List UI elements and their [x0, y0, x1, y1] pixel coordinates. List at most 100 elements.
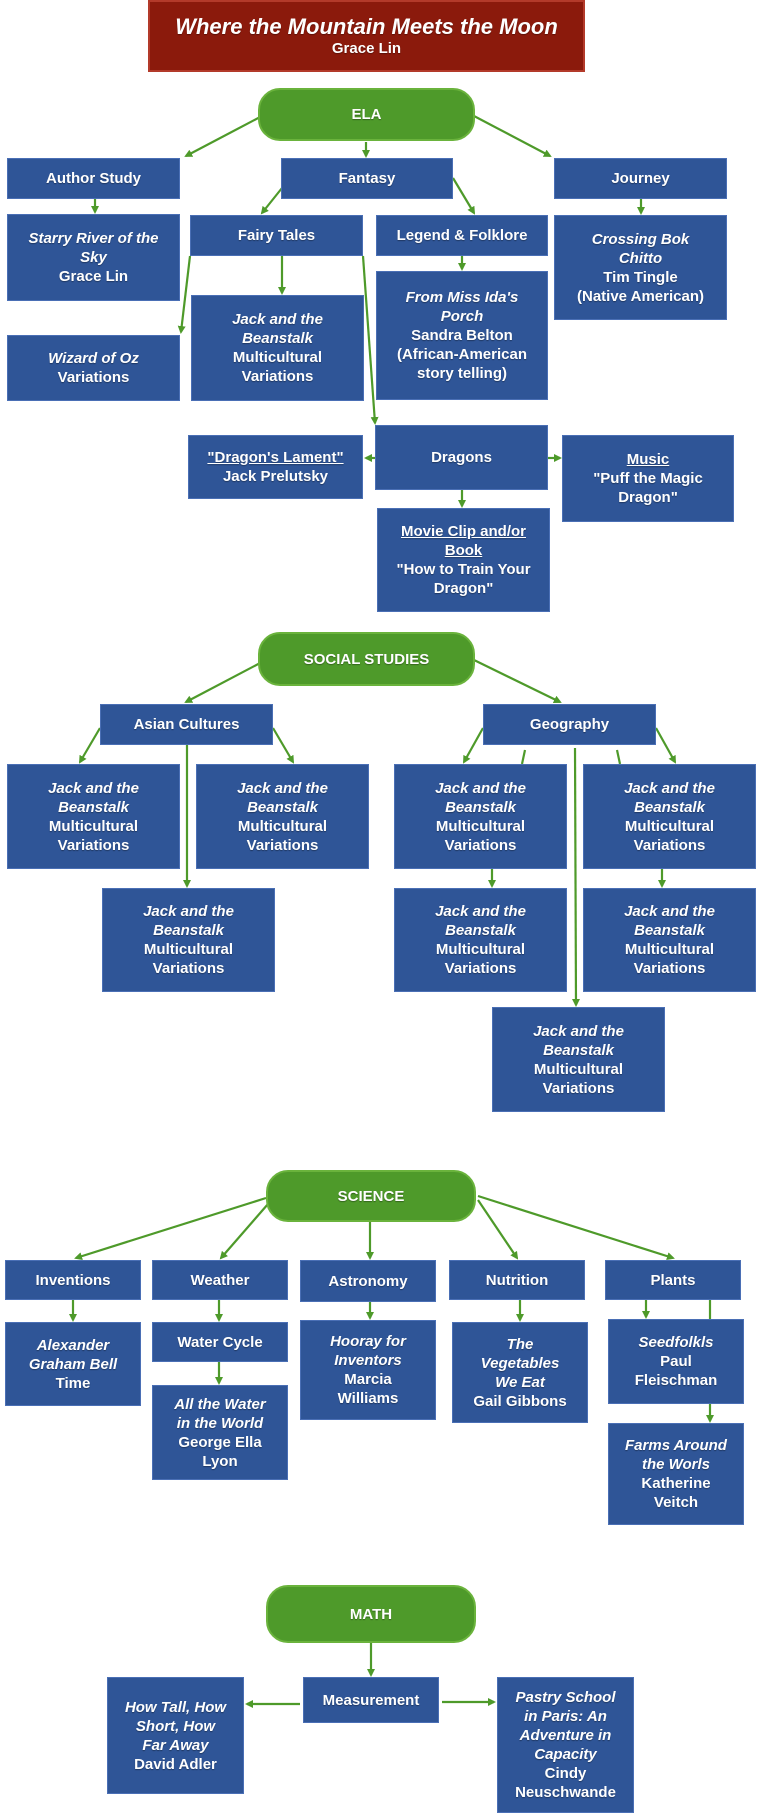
jack-line-1: Jack and the — [232, 311, 323, 328]
pastry-school-node[interactable]: Pastry School in Paris: An Adventure in … — [497, 1677, 634, 1813]
jack-line-2: Beanstalk — [242, 330, 313, 347]
music-line-1: "Puff the Magic — [593, 470, 703, 487]
journey-node[interactable]: Journey — [554, 158, 727, 199]
seedfolks-node[interactable]: Seedfolkls Paul Fleischman — [608, 1319, 744, 1404]
dragons-node[interactable]: Dragons — [375, 425, 548, 490]
jack-line-3: Multicultural — [624, 817, 715, 835]
weather-label: Weather — [190, 1271, 250, 1289]
jack-line-4: Variations — [633, 836, 706, 854]
math-pill[interactable]: MATH — [266, 1585, 476, 1643]
legend-folklore-node[interactable]: Legend & Folklore — [376, 215, 548, 256]
science-label: SCIENCE — [337, 1187, 405, 1205]
asian-label: Asian Cultures — [133, 716, 240, 733]
book-author: Grace Lin — [331, 40, 402, 57]
plants-node[interactable]: Plants — [605, 1260, 741, 1300]
jack-line-4: Variations — [542, 1079, 615, 1097]
hooray-line-1: Hooray for — [330, 1333, 406, 1350]
missida-note-1: (African-American — [396, 346, 528, 363]
social-studies-pill[interactable]: SOCIAL STUDIES — [258, 632, 475, 686]
starry-river-node[interactable]: Starry River of the Sky Grace Lin — [7, 214, 180, 301]
farms-around-node[interactable]: Farms Around the Worls Katherine Veitch — [608, 1423, 744, 1525]
arrow-sci-inventions — [74, 1196, 267, 1261]
hooray-line-4: Williams — [337, 1390, 399, 1407]
arrow-social-geo — [473, 659, 562, 703]
geography-node[interactable]: Geography — [483, 704, 656, 745]
arrow-asian-jack-right — [272, 727, 295, 764]
allwater-line-3: George Ella — [178, 1433, 262, 1451]
water-cycle-node[interactable]: Water Cycle — [152, 1322, 288, 1362]
starry-title-1: Starry River of the — [28, 230, 159, 247]
music-node[interactable]: Music "Puff the Magic Dragon" — [562, 435, 734, 522]
science-pill[interactable]: SCIENCE — [266, 1170, 476, 1222]
fairy-tales-label: Fairy Tales — [237, 227, 316, 244]
author-study-label: Author Study — [46, 170, 141, 187]
music-line-2: Dragon" — [618, 489, 678, 506]
jack-line-3: Multicultural — [435, 941, 526, 958]
crossing-author: Tim Tingle — [603, 268, 678, 286]
arrow-fairy-dragons — [361, 255, 379, 425]
miss-ida-node[interactable]: From Miss Ida's Porch Sandra Belton (Afr… — [376, 271, 548, 400]
jack-beanstalk-ela-node[interactable]: Jack and the Beanstalk Multicultural Var… — [191, 295, 364, 401]
astronomy-node[interactable]: Astronomy — [300, 1260, 436, 1302]
measurement-node[interactable]: Measurement — [303, 1677, 439, 1723]
fairy-tales-node[interactable]: Fairy Tales — [190, 215, 363, 256]
geo-line-b — [615, 749, 622, 765]
ela-label: ELA — [351, 106, 382, 123]
jack-line-3: Multicultural — [624, 941, 715, 958]
fantasy-label: Fantasy — [338, 170, 396, 187]
movie-line-2: Book — [444, 542, 483, 559]
ela-pill[interactable]: ELA — [258, 88, 475, 141]
inventions-node[interactable]: Inventions — [5, 1260, 141, 1300]
pastry-line-5: Cindy — [544, 1765, 587, 1782]
jack-line-4: Variations — [152, 960, 225, 977]
geography-label: Geography — [529, 716, 610, 733]
title-banner: Where the Mountain Meets the Moon Grace … — [148, 0, 585, 72]
nutrition-node[interactable]: Nutrition — [449, 1260, 585, 1300]
bell-line-1: Alexander — [36, 1336, 110, 1354]
social-label: SOCIAL STUDIES — [303, 650, 430, 668]
hooray-inventors-node[interactable]: Hooray for Inventors Marcia Williams — [300, 1320, 436, 1420]
movie-clip-node[interactable]: Movie Clip and/or Book "How to Train You… — [377, 508, 550, 612]
missida-title-2: Porch — [440, 308, 484, 325]
legend-label: Legend & Folklore — [396, 227, 528, 244]
crossing-bok-node[interactable]: Crossing Bok Chitto Tim Tingle (Native A… — [554, 215, 727, 320]
starry-title-2: Sky — [80, 249, 107, 266]
all-the-water-node[interactable]: All the Water in the World George Ella L… — [152, 1385, 288, 1480]
arrow-fantasy-legend — [452, 177, 476, 215]
inventions-label: Inventions — [35, 1271, 111, 1289]
hooray-line-2: Inventors — [334, 1352, 402, 1369]
pastry-line-4: Capacity — [534, 1746, 597, 1763]
allwater-line-1: All the Water — [174, 1395, 266, 1413]
howtall-line-2: Short, How — [135, 1717, 216, 1735]
how-tall-node[interactable]: How Tall, How Short, How Far Away David … — [107, 1677, 244, 1794]
movie-line-1: Movie Clip and/or — [400, 523, 526, 540]
journey-label: Journey — [611, 170, 670, 187]
arrow-ela-author — [184, 115, 263, 157]
arrow-ela-journey — [473, 115, 552, 157]
jack-line-1: Jack and the — [143, 903, 234, 920]
dragons-lament-node[interactable]: "Dragon's Lament" Jack Prelutsky — [188, 435, 363, 499]
vegetables-node[interactable]: The Vegetables We Eat Gail Gibbons — [452, 1322, 588, 1423]
measurement-label: Measurement — [322, 1691, 420, 1709]
author-study-node[interactable]: Author Study — [7, 158, 180, 199]
astronomy-label: Astronomy — [328, 1272, 408, 1290]
asian-cultures-node[interactable]: Asian Cultures — [100, 704, 273, 745]
missida-author: Sandra Belton — [411, 327, 513, 344]
weather-node[interactable]: Weather — [152, 1260, 288, 1300]
wizard-of-oz-node[interactable]: Wizard of Oz Variations — [7, 335, 180, 401]
jack-line-3: Multicultural — [435, 817, 526, 835]
graham-bell-node[interactable]: Alexander Graham Bell Time — [5, 1322, 141, 1406]
water-cycle-label: Water Cycle — [177, 1333, 263, 1351]
jack-line-3: Multicultural — [48, 817, 139, 835]
fantasy-node[interactable]: Fantasy — [281, 158, 453, 199]
crossing-title-1: Crossing Bok — [591, 230, 690, 248]
